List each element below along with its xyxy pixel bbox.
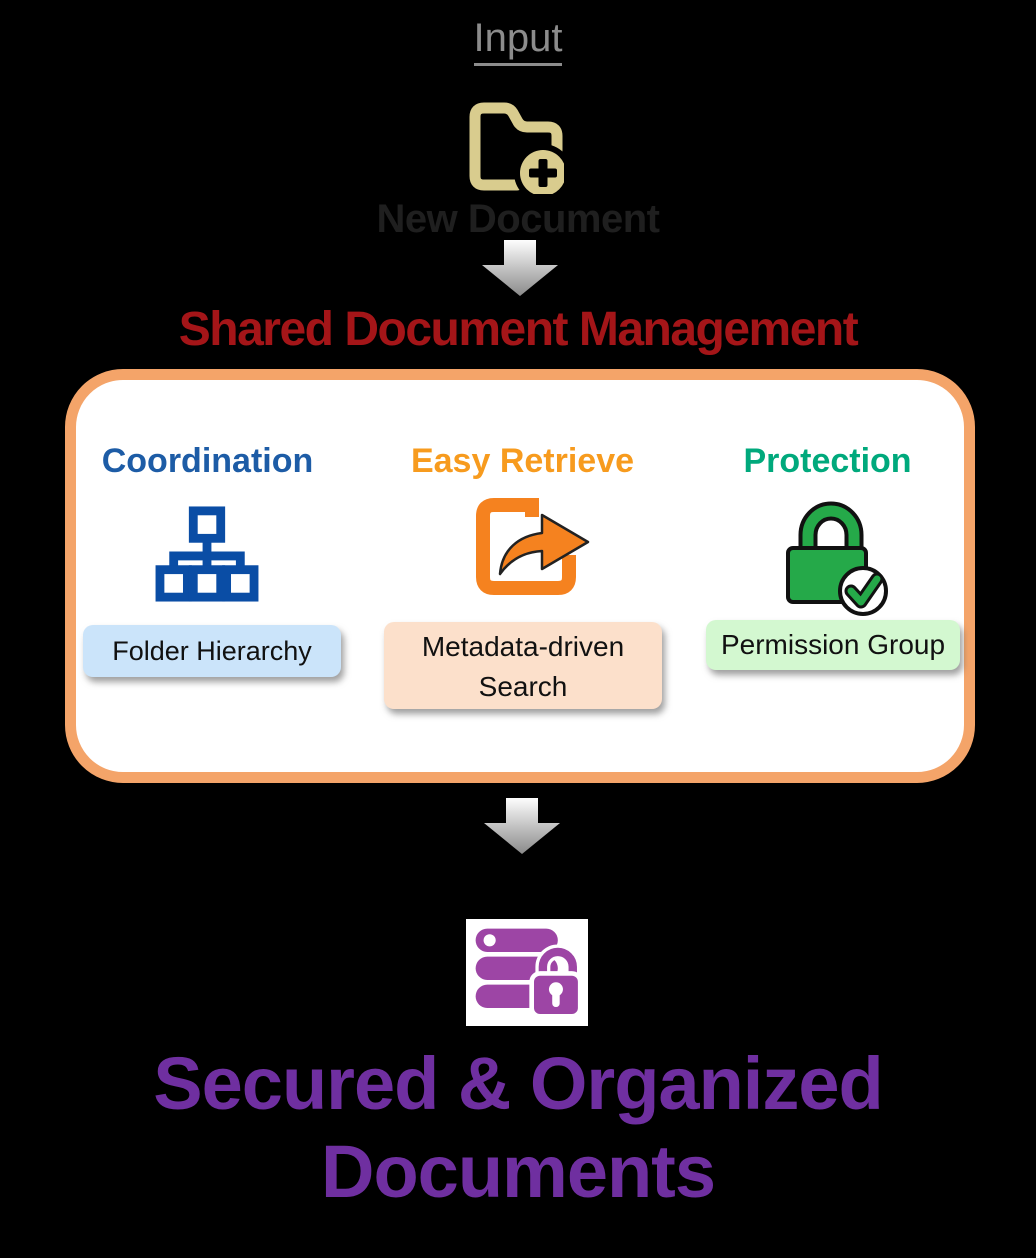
input-label: Input [0,16,1036,66]
secure-database-icon [475,928,583,1019]
process-title: Shared Document Management [178,303,859,356]
coordination-title: Coordination [101,442,314,480]
lock-check-icon [786,501,888,616]
input-label-text: Input [473,16,563,66]
folder-plus-icon [469,102,564,194]
easy-retrieve-title: Easy Retrieve [410,442,635,480]
new-document-caption: New Document [376,197,660,241]
folder-hierarchy-label: Folder Hierarchy [83,625,341,677]
output-title: Secured & Organized Documents [0,1040,1036,1216]
flow-arrow-down-icon [484,798,560,854]
protection-title: Protection [743,442,912,480]
metadata-search-label: Metadata-driven Search [384,622,662,709]
output-title-line2: Documents [321,1130,716,1213]
permission-group-label: Permission Group [706,620,960,670]
metadata-search-label-line2: Search [478,671,568,702]
secure-database-tile [466,919,588,1026]
org-hierarchy-icon [155,506,259,602]
flow-arrow-down-icon [482,240,558,296]
output-title-line1: Secured & Organized [153,1042,883,1125]
metadata-search-label-line1: Metadata-driven [421,631,625,662]
share-export-icon [476,498,590,595]
